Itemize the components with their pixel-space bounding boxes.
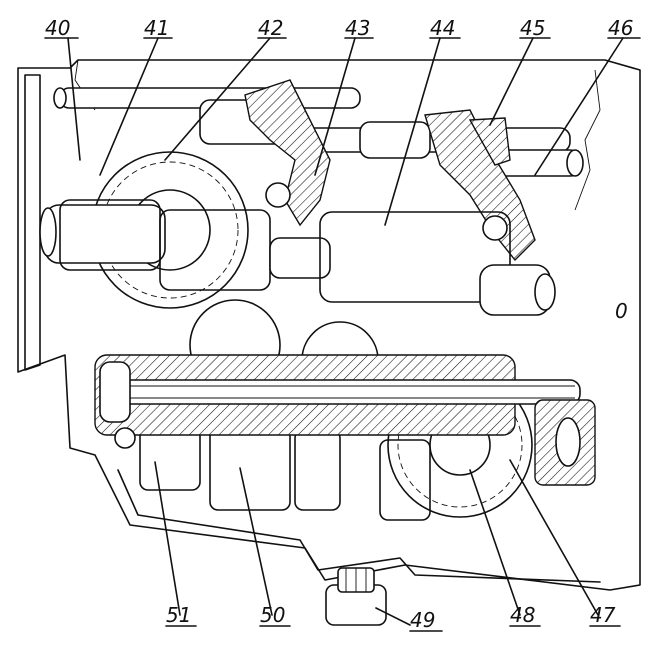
label-44: 44 (430, 16, 455, 40)
leader-lines (67, 37, 624, 626)
label-45: 45 (520, 16, 545, 40)
callout-labels: 40 41 42 43 44 45 46 51 50 49 48 47 (44, 16, 641, 632)
shift-forks (244, 79, 536, 262)
label-51: 51 (166, 603, 191, 627)
label-46: 46 (608, 16, 633, 40)
label-50: 50 (260, 603, 285, 627)
label-42: 42 (258, 16, 283, 40)
label-41: 41 (144, 16, 169, 40)
label-43: 43 (345, 16, 370, 40)
upper-shaft (39, 199, 556, 316)
label-47: 47 (590, 603, 616, 627)
lower-shaft (94, 354, 596, 486)
label-48: 48 (510, 603, 535, 627)
housing-mark: 0 (615, 299, 628, 323)
drain-plug-49 (325, 567, 387, 626)
label-49: 49 (410, 608, 435, 632)
label-40: 40 (45, 16, 70, 40)
